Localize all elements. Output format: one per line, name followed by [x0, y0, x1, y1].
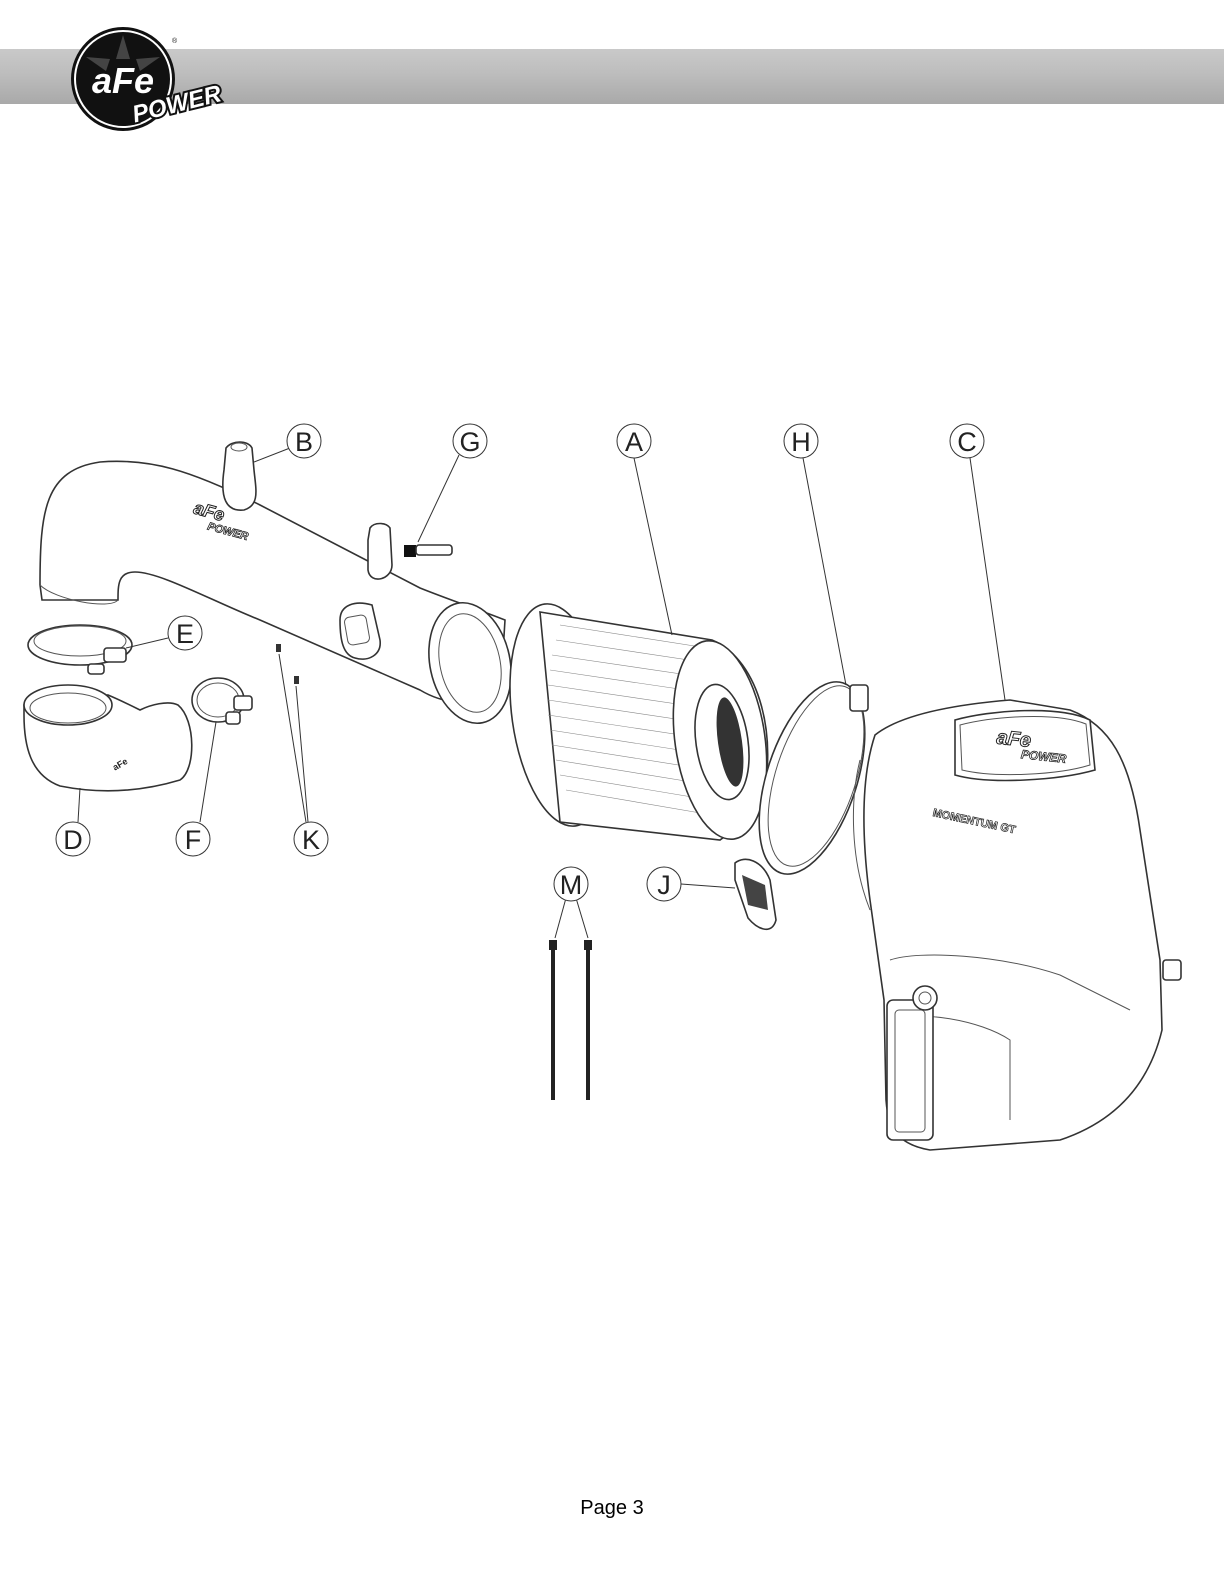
screws-k — [276, 644, 299, 684]
fitting-g — [404, 544, 453, 557]
clamp-f — [191, 677, 253, 725]
hose-clamp-e — [27, 624, 133, 675]
svg-text:G: G — [459, 427, 480, 457]
svg-text:C: C — [957, 427, 977, 457]
svg-text:A: A — [625, 427, 643, 457]
callout-e: E — [167, 615, 203, 651]
callout-d: D — [55, 821, 91, 857]
svg-text:E: E — [176, 619, 194, 649]
housing-logo-text: aFe — [996, 727, 1033, 752]
page-number: Page 3 — [580, 1497, 644, 1519]
zip-ties-m — [549, 940, 592, 1100]
coupler-ring — [428, 601, 512, 725]
logo-text: aFe — [92, 60, 154, 101]
svg-text:B: B — [295, 427, 313, 457]
callout-g: G — [452, 423, 488, 459]
housing-logo-subtext: POWER — [1020, 747, 1067, 766]
svg-text:D: D — [63, 825, 83, 855]
callout-b: B — [286, 423, 322, 459]
svg-text:M: M — [560, 870, 583, 900]
svg-text:®: ® — [172, 37, 178, 45]
air-filter-a — [509, 603, 769, 841]
svg-text:F: F — [185, 825, 202, 855]
silicone-elbow-d: aFe — [23, 684, 193, 792]
clamp-ring-h — [758, 681, 869, 875]
callout-m: M — [553, 866, 589, 902]
leader-lines — [77, 447, 1006, 939]
callout-j: J — [646, 866, 682, 902]
header-band — [0, 49, 1224, 104]
badge-j — [734, 858, 777, 930]
svg-text:K: K — [302, 825, 320, 855]
svg-text:J: J — [657, 870, 671, 900]
svg-text:H: H — [791, 427, 811, 457]
callout-h: H — [783, 423, 819, 459]
afe-power-logo: aFe POWER ® — [71, 27, 227, 131]
callout-a: A — [616, 423, 652, 459]
callout-c: C — [949, 423, 985, 459]
air-box-housing-c: aFe POWER MOMENTUM GT — [852, 699, 1182, 1151]
callout-k: K — [293, 821, 329, 857]
callout-f: F — [175, 821, 211, 857]
